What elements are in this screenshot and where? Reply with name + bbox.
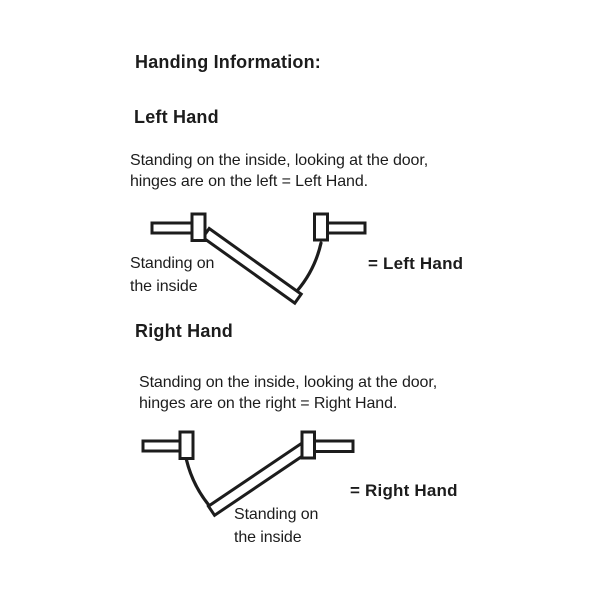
left-hand-result-label: = Left Hand [368,254,464,273]
right-hand-description: Standing on the inside, looking at the d… [139,372,437,414]
left-hand-diagram-label-line2: the inside [130,278,198,295]
left-hand-diagram-label-line1: Standing on [130,255,215,272]
open-door-panel-icon [206,440,312,518]
door-swing-arc-icon [184,458,215,512]
open-door-panel-icon [200,226,304,306]
right-hand-description-line1: Standing on the inside, looking at the d… [139,374,438,391]
right-hand-description-line2: hinges are on the right = Right Hand. [139,395,398,412]
latch-jamb-icon [313,212,329,242]
wall-segment-right-icon [325,221,367,235]
latch-jamb-icon [178,430,195,460]
hinge-jamb-icon [190,212,207,242]
wall-segment-left-icon [141,439,183,453]
right-hand-diagram-label-line1: Standing on [234,506,319,523]
wall-segment-right-icon [311,439,355,453]
right-hand-diagram-label: Standing on the inside [234,503,318,549]
left-hand-diagram-label: Standing on the inside [130,252,214,298]
right-hand-diagram [141,430,355,518]
right-hand-result-label: = Right Hand [350,481,458,500]
hinge-jamb-icon [300,430,316,460]
left-hand-description-line2: hinges are on the left = Left Hand. [130,173,369,190]
door-swing-arc-icon [295,241,323,293]
left-hand-description: Standing on the inside, looking at the d… [130,150,428,192]
right-hand-heading: Right Hand [135,321,233,341]
page-title: Handing Information: [135,52,321,72]
left-hand-description-line1: Standing on the inside, looking at the d… [130,152,429,169]
wall-segment-left-icon [150,221,197,235]
left-hand-heading: Left Hand [134,107,219,127]
left-hand-diagram [150,212,367,306]
right-hand-diagram-label-line2: the inside [234,529,302,546]
